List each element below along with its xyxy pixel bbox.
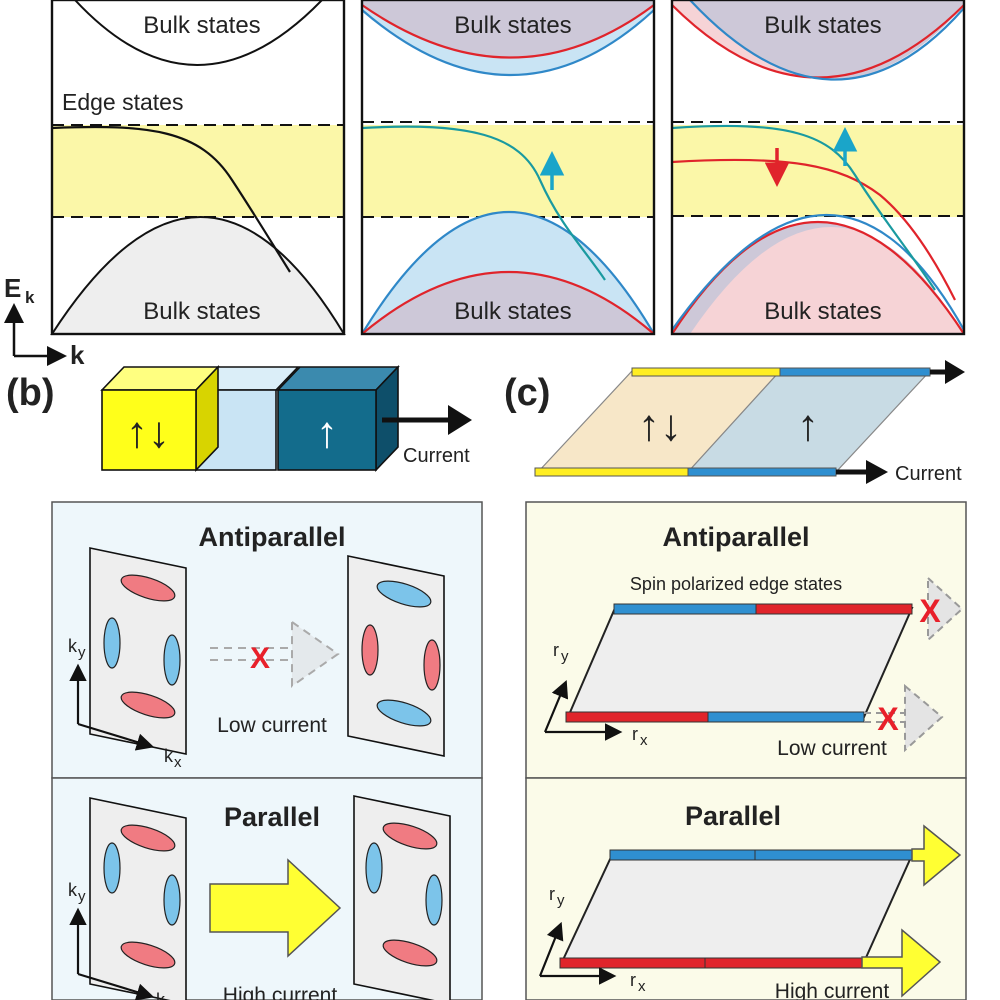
high-current-label-k: High current <box>223 984 338 1000</box>
r-axes-top: r y r x <box>543 640 648 749</box>
upper-bulk-band <box>52 0 344 65</box>
bulk-states-label-top-1: Bulk states <box>143 12 260 39</box>
low-current-label-k: Low current <box>217 714 327 737</box>
spin-polarized-edge-label: Spin polarized edge states <box>630 574 842 594</box>
ry-subscript-2: y <box>557 892 565 909</box>
fermi-surface-right-parallel <box>353 795 451 1000</box>
blocked-x-mark: X <box>250 642 270 675</box>
ky-label: k <box>68 636 78 656</box>
spin-down-edge-state <box>671 158 956 301</box>
rx-label-2: r <box>630 970 636 990</box>
current-label-c: Current <box>895 463 962 485</box>
sample-sheet-bottom <box>560 854 914 963</box>
gap-band <box>52 125 344 217</box>
sample-sheet-top <box>566 607 914 718</box>
kx-label: k <box>164 746 174 766</box>
spin-up-down-symbol-c: ↑↓ <box>638 401 682 450</box>
blocked-x-mark-bottom: X <box>877 701 899 737</box>
k-axes-top: k y k x <box>68 636 182 771</box>
spin-up-symbol: ↑ <box>316 408 338 457</box>
blocked-arrow-bottom: X <box>864 683 944 753</box>
parallel-title-k: Parallel <box>224 802 320 832</box>
band-panel-3: Bulk states Bulk states <box>670 0 966 336</box>
kspace-section: Antiparallel X Low current k y k <box>51 501 483 1000</box>
ry-label: r <box>553 640 559 660</box>
panel-b-label: (b) <box>6 372 55 414</box>
bulk-states-label-bottom-2: Bulk states <box>454 298 571 325</box>
transport-arrow-bottom <box>861 928 942 998</box>
bulk-states-label-bottom-3: Bulk states <box>764 298 881 325</box>
fermi-surface-left <box>89 547 187 755</box>
rx-subscript-2: x <box>638 978 646 995</box>
ky-label-2: k <box>68 880 78 900</box>
high-current-label-r: High current <box>775 980 890 1000</box>
realspace-section: Antiparallel Spin polarized edge states … <box>525 501 967 1000</box>
transport-arrow-top <box>911 824 962 887</box>
band-panel-1: Bulk states Bulk states Edge states <box>50 0 346 336</box>
k-axes-bottom: k y k <box>68 880 166 1000</box>
ky-subscript-2: y <box>78 888 86 905</box>
spin-up-edge-state <box>361 125 606 281</box>
rx-label: r <box>632 724 638 744</box>
spin-up-down-symbol: ↑↓ <box>126 408 170 457</box>
energy-axis-label: E <box>4 273 21 303</box>
edge-states-label: Edge states <box>62 89 183 115</box>
blocked-transport-arrow: X <box>210 620 340 688</box>
parallel-title-r: Parallel <box>685 801 781 831</box>
bulk-states-label-top-2: Bulk states <box>454 12 571 39</box>
ry-subscript: y <box>561 648 569 665</box>
energy-axis-subscript: k <box>25 288 35 307</box>
kx-label-2: k <box>156 990 166 1000</box>
current-label-b: Current <box>403 445 470 467</box>
ry-label-2: r <box>549 884 555 904</box>
fermi-surface-right <box>347 555 445 757</box>
edge-strip-junction: ↑↓ ↑ Current <box>534 360 965 485</box>
bulk-states-label-top-3: Bulk states <box>764 12 881 39</box>
spin-up-symbol-c: ↑ <box>797 401 819 450</box>
ky-subscript: y <box>78 644 86 661</box>
bulk-states-label-bottom-1: Bulk states <box>143 298 260 325</box>
transport-arrow <box>209 858 342 958</box>
band-panel-2: Bulk states Bulk states <box>360 0 656 336</box>
panel-c-label: (c) <box>504 372 550 414</box>
antiparallel-title-k: Antiparallel <box>198 522 345 552</box>
momentum-axis-label: k <box>70 340 85 370</box>
energy-momentum-axes: E k k <box>3 273 85 370</box>
r-axes-bottom: r y r x <box>538 884 646 995</box>
rx-subscript: x <box>640 732 648 749</box>
magnet-junction: ↑↓ ↑ Current <box>100 365 472 472</box>
edge-state-curve <box>51 125 291 273</box>
low-current-label-r: Low current <box>777 737 887 760</box>
fermi-surface-left-parallel <box>89 797 187 1000</box>
spin-up-edge-state <box>671 124 936 291</box>
kx-subscript: x <box>174 754 182 771</box>
lower-bulk-band <box>50 216 346 335</box>
blocked-arrow-top: X <box>919 575 964 643</box>
antiparallel-title-r: Antiparallel <box>662 522 809 552</box>
blocked-x-mark-top: X <box>919 593 941 629</box>
